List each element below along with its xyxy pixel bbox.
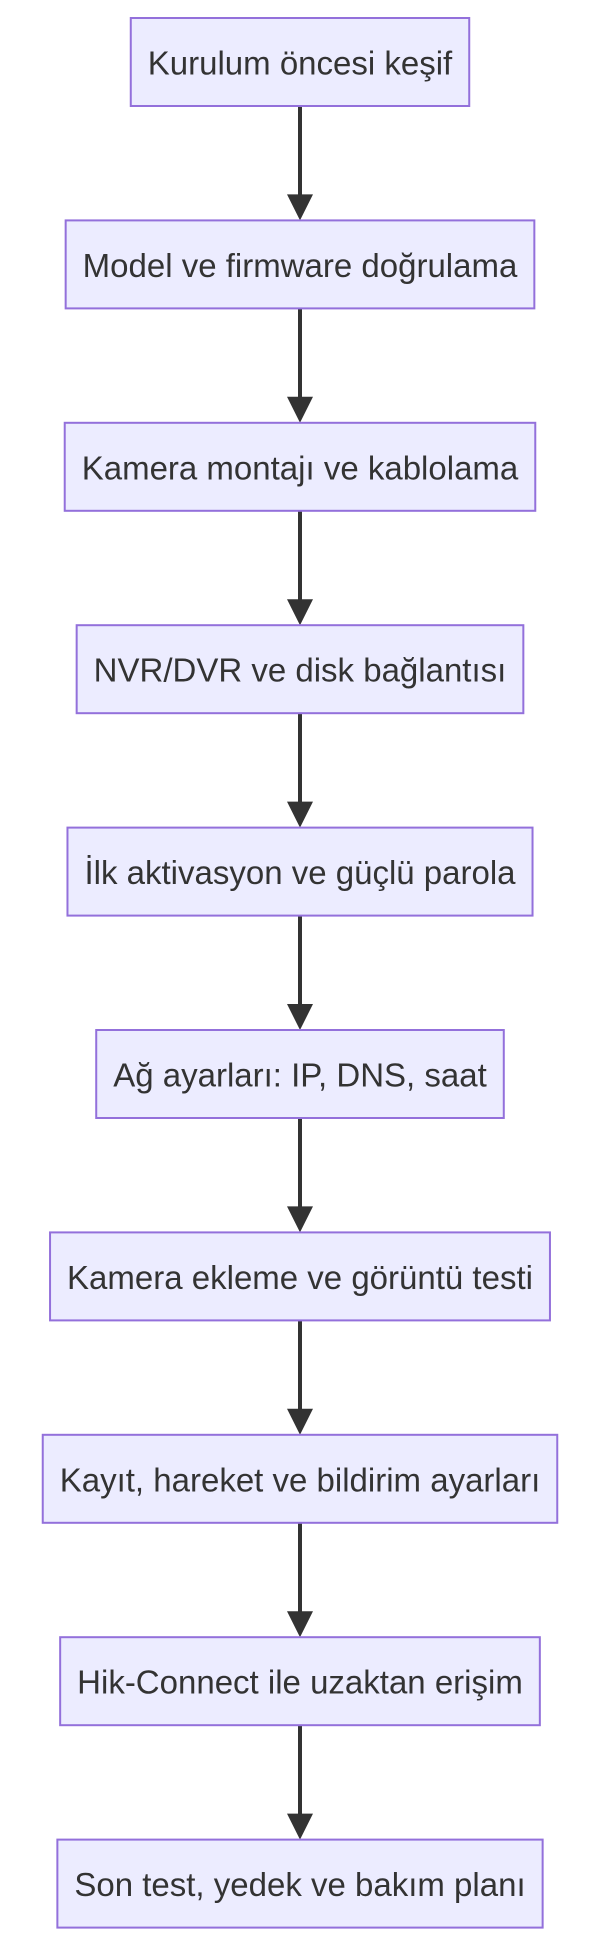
arrowhead-icon [287, 1206, 313, 1233]
flow-arrow [287, 308, 313, 423]
flow-step-box [129, 17, 471, 107]
flow-step-label: Son test, yedek ve bakım planı [74, 1866, 525, 1903]
arrowhead-icon [287, 1813, 313, 1840]
flow-arrow [287, 1118, 313, 1233]
arrowhead-icon [287, 1004, 313, 1030]
flow-step-label: İlk aktivasyon ve güçlü parola [84, 854, 516, 891]
flow-arrow [287, 915, 313, 1030]
flow-step: Kamera ekleme ve görüntü testi [49, 1231, 551, 1322]
flow-step-box [63, 421, 537, 512]
flow-step: Ağ ayarları: IP, DNS, saat [95, 1029, 505, 1119]
flow-arrow [287, 1320, 313, 1435]
flow-arrow [287, 1725, 313, 1840]
flow-step-label: Hik-Connect ile uzaktan erişim [77, 1664, 523, 1701]
flow-step-box [95, 1029, 505, 1119]
flow-step-box [59, 1636, 541, 1727]
flow-step-box [75, 624, 525, 715]
flow-step-label: Ağ ayarları: IP, DNS, saat [113, 1057, 487, 1094]
flow-step-label: Kamera ekleme ve görüntü testi [67, 1259, 533, 1296]
flow-step-label: Model ve firmware doğrulama [83, 247, 518, 284]
arrowhead-icon [287, 1611, 313, 1638]
flow-step: Kayıt, hareket ve bildirim ayarları [41, 1433, 559, 1524]
flow-step: İlk aktivasyon ve güçlü parola [66, 826, 534, 917]
flow-step-box [56, 1838, 544, 1929]
flow-arrow [287, 510, 313, 626]
flow-step-label: Kayıt, hareket ve bildirim ayarları [60, 1461, 541, 1498]
arrowhead-icon [287, 396, 313, 423]
flow-step: Kurulum öncesi keşif [129, 17, 471, 107]
flow-step-label: Kamera montajı ve kablolama [82, 449, 519, 486]
flow-step-box [64, 219, 536, 310]
flow-step-box [41, 1433, 559, 1524]
arrowhead-icon [287, 599, 313, 626]
flowchart-edges [287, 106, 313, 1840]
arrowhead-icon [287, 194, 313, 221]
flow-step: Kamera montajı ve kablolama [63, 421, 537, 512]
flow-step: Model ve firmware doğrulama [64, 219, 536, 310]
flow-arrow [287, 1522, 313, 1638]
flow-step-label: NVR/DVR ve disk bağlantısı [94, 652, 507, 689]
flow-step: Hik-Connect ile uzaktan erişim [59, 1636, 541, 1727]
flow-arrow [287, 713, 313, 828]
flow-step-label: Kurulum öncesi keşif [148, 45, 453, 82]
flow-step-box [66, 826, 534, 917]
arrowhead-icon [287, 1408, 313, 1435]
flow-step-box [49, 1231, 551, 1322]
flow-step: NVR/DVR ve disk bağlantısı [75, 624, 525, 715]
arrowhead-icon [287, 801, 313, 828]
flow-arrow [287, 106, 313, 221]
flow-step: Son test, yedek ve bakım planı [56, 1838, 544, 1929]
